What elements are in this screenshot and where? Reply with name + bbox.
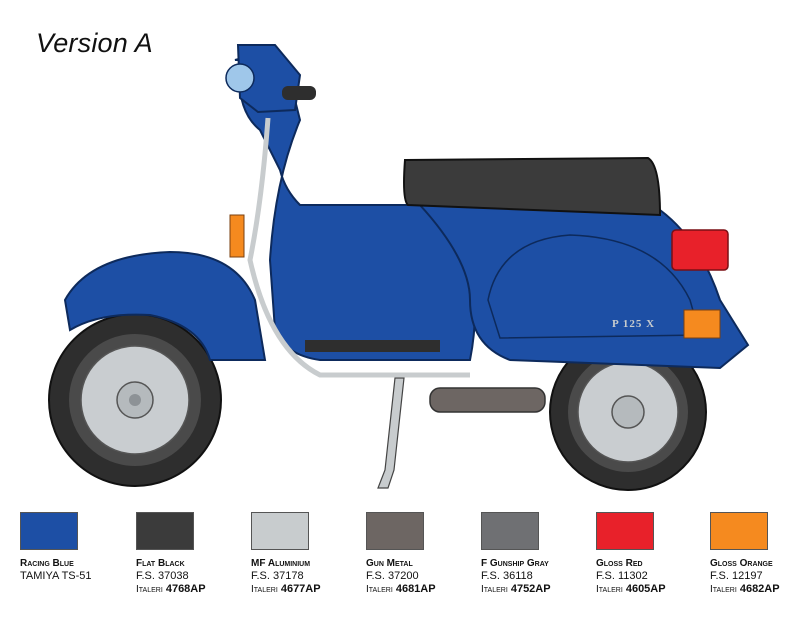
paint-name: Gloss Orange [710,558,773,569]
paint-ref: F.S. 37178 [251,570,304,582]
swatch-gloss-red: Gloss Red F.S. 11302 Italeri 4605AP [596,512,716,596]
color-chip [20,512,78,550]
swatch-f-gunship-gray: F Gunship Gray F.S. 36118 Italeri 4752AP [481,512,601,596]
paint-name: Gloss Red [596,558,643,569]
paint-name: F Gunship Gray [481,558,549,569]
engine-cowl [487,234,701,339]
exhaust [429,387,546,413]
paint-name: Racing Blue [20,558,74,569]
front-fender [63,250,267,361]
swatch-mf-aluminium: MF Aluminium F.S. 37178 Italeri 4677AP [251,512,371,596]
paint-brand: Italeri [596,584,623,595]
paint-code: 4677AP [280,583,321,595]
paint-ref: TAMIYA TS-51 [20,570,92,582]
seat [403,156,662,217]
handlebar-grip [282,86,316,100]
chrome-tube [247,117,470,378]
paint-name: Gun Metal [366,558,413,569]
rear-wheel [549,333,707,491]
paint-code: 4681AP [395,583,436,595]
paint-brand: Italeri [136,584,163,595]
color-chip [481,512,539,550]
paint-code: 4752AP [510,583,551,595]
color-chip [251,512,309,550]
paint-brand: Italeri [366,584,393,595]
color-chip [366,512,424,550]
tail-light [671,229,729,271]
paint-name: Flat Black [136,558,185,569]
paint-brand: Italeri [251,584,278,595]
paint-code: 4605AP [625,583,666,595]
swatch-gloss-orange: Gloss Orange F.S. 12197 Italeri 4682AP [710,512,800,596]
color-chip [136,512,194,550]
paint-ref: F.S. 12197 [710,570,763,582]
leg-shield [234,56,476,361]
paint-ref: F.S. 36118 [481,570,533,582]
paint-brand: Italeri [481,584,508,595]
paint-swatches: Racing Blue TAMIYA TS-51 Flat Black F.S.… [0,512,800,622]
headlight [225,63,255,93]
rear-indicator [683,309,721,339]
paint-code-line: Italeri 4752AP [481,583,601,596]
version-title: Version A [36,28,153,58]
paint-ref: F.S. 37038 [136,570,189,582]
paint-code-line: Italeri 4605AP [596,583,716,596]
paint-code: 4682AP [739,583,780,595]
paint-ref: F.S. 37200 [366,570,419,582]
paint-code: 4768AP [165,583,206,595]
swatch-flat-black: Flat Black F.S. 37038 Italeri 4768AP [136,512,256,596]
paint-code-line: Italeri 4681AP [366,583,486,596]
paint-code-line: Italeri 4768AP [136,583,256,596]
model-badge: P 125 X [612,318,655,330]
scooter-illustration: P 125 X [48,44,750,491]
swatch-racing-blue: Racing Blue TAMIYA TS-51 [20,512,140,583]
paint-code-line: Italeri 4677AP [251,583,371,596]
paint-name: MF Aluminium [251,558,311,569]
center-stand [377,377,405,489]
paint-brand: Italeri [710,584,737,595]
front-indicator [229,214,245,258]
color-chip [710,512,768,550]
paint-code-line: Italeri 4682AP [710,583,800,596]
floorboard [305,340,440,352]
color-chip [596,512,654,550]
front-wheel [48,313,222,487]
paint-ref: F.S. 11302 [596,570,648,582]
swatch-gun-metal: Gun Metal F.S. 37200 Italeri 4681AP [366,512,486,596]
